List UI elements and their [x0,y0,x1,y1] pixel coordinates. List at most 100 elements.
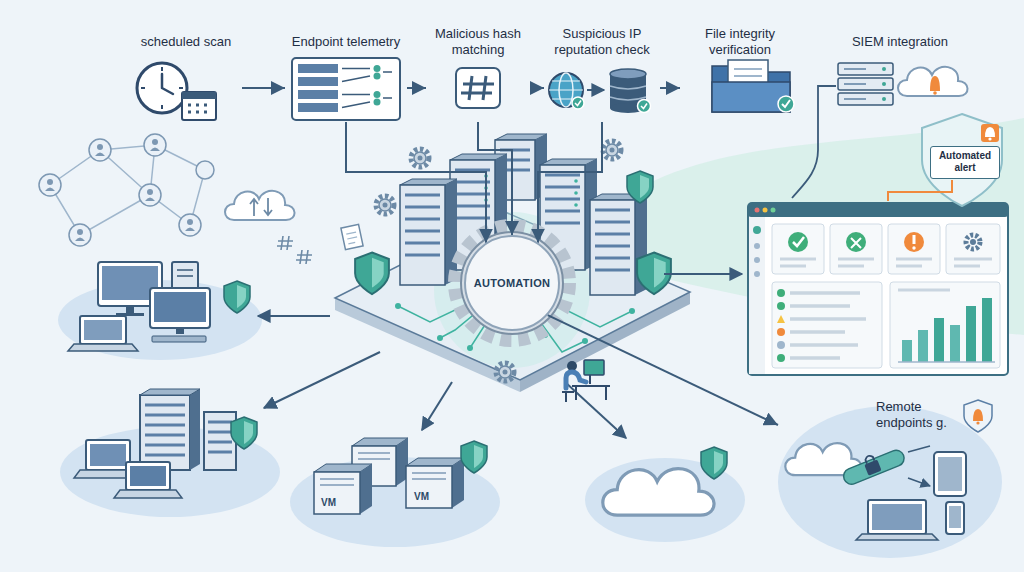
server-laptop-group-part [190,389,200,470]
remote-endpoint-group-part [973,409,983,421]
folder-icon-part [734,69,762,83]
alert-callout-part [981,124,999,142]
virtual-machine-group-part [314,472,360,514]
node-text: Malicious hash matching [426,26,530,58]
dashboard-window-part [777,289,785,297]
workstation-group-part [152,336,206,342]
network-graph-part-part [196,161,214,179]
virtual-machine-group-part [406,466,452,508]
remote-endpoint-group-part [964,400,992,432]
dashboard-window-part [918,330,928,362]
dashboard-window-part [777,315,785,323]
network-graph-part-part [89,139,111,161]
telemetry-panel-icon [292,58,400,120]
node-text: scheduled scan [141,34,231,50]
server-towers-part [455,170,490,218]
siem-icon-part [930,76,940,91]
server-laptop-group-part [145,405,185,455]
ip-reputation-icon-part [572,97,584,109]
telemetry-panel-icon-part [374,91,381,98]
ip-reputation-icon-part [587,89,604,91]
ip-reputation-icon-part [610,86,646,100]
step-node: scheduled scan [130,26,242,122]
virtual-machine-group-part [452,458,464,508]
network-graph-part-part [97,144,103,150]
remote-endpoint-group-part [908,446,930,486]
operator-at-desk-part [566,372,586,388]
clock-calendar-icon [137,63,216,120]
cloud-group-part [603,469,714,516]
clock-calendar-icon-part [162,74,173,94]
telemetry-panel-icon-part [298,103,338,112]
server-laptop-group-part [140,389,200,395]
flow-connector [242,87,285,89]
workstation-group-part [84,320,122,340]
flow-connector [346,122,486,243]
telemetry-panel-icon-part [383,72,392,98]
flow-connector [530,87,544,89]
dashboard-window-part [754,243,760,249]
operator-at-desk-part [589,375,591,384]
automation-platform-part-part [467,345,473,351]
network-graph-part-part [77,229,83,235]
virtual-machine-group-part [422,382,452,430]
hash-icon [456,68,500,108]
flow-connector [548,315,778,425]
dashboard-window-part [934,318,944,362]
ip-reputation-icon-part [638,100,651,113]
virtual-machine-group-part [360,464,372,514]
shields-and-gears-part [411,149,429,167]
dashboard-window-part [851,238,861,248]
server-laptop-group-part [231,417,257,449]
virtual-machine-group [290,382,500,547]
server-laptop-group-part [126,462,170,490]
sync-cloud [225,191,363,264]
dashboard-window [664,203,1008,375]
workstation-group-part [224,281,250,313]
dashboard-window-part [777,302,785,310]
node-text: Suspicious IP reputation check [544,26,660,58]
dashboard-window-part [966,306,976,362]
network-graph [39,134,214,246]
dashboard-window-part [763,208,768,213]
virtual-machine-group-part [320,479,354,485]
dashboard-window-part [898,361,995,363]
server-laptop-group-part [208,422,232,452]
hash-icon-part [456,68,500,108]
clock-calendar-icon-part [182,92,216,120]
endpoint-region: Remote endpoints g. [778,395,1006,560]
telemetry-panel-icon-part [374,73,381,80]
telemetry-panel-icon-part [298,64,338,73]
network-graph-part-part [179,214,201,236]
telemetry-panel-icon-part [292,58,400,120]
operator-at-desk-part [584,360,604,375]
dashboard-window-part [749,217,765,374]
workstation-group-part [258,315,330,317]
remote-endpoint-group-part [856,534,938,540]
siem-icon-part [898,67,968,96]
remote-endpoint-group [778,400,1002,558]
node-text: Remote endpoints g. [876,399,962,431]
node-text: Automated alert [935,150,995,174]
server-towers-part [405,195,440,255]
siem-icon-part [933,91,937,95]
remote-endpoint-group-part [840,444,907,487]
telemetry-panel-icon-part [374,99,381,106]
dashboard-window-part [664,273,742,275]
dashboard-window-part [755,208,760,213]
sync-cloud-part [225,191,295,220]
dashboard-window-part [966,235,980,249]
network-graph-part [50,145,205,235]
server-laptop-group-part [264,352,380,408]
remote-endpoint-group-part-part [841,448,906,487]
remote-endpoint-group-part-part [865,455,875,464]
network-graph-part-part [152,139,158,145]
dashboard-window-part [748,203,1008,217]
server-laptop-group-part [86,440,130,470]
workstation-group-part [80,316,126,344]
step-node: SIEM integration [825,26,975,122]
shields-and-gears-part [376,196,394,214]
dashboard-window-part [950,325,960,362]
workstation-group-part [154,292,206,322]
server-towers-part [400,185,445,285]
